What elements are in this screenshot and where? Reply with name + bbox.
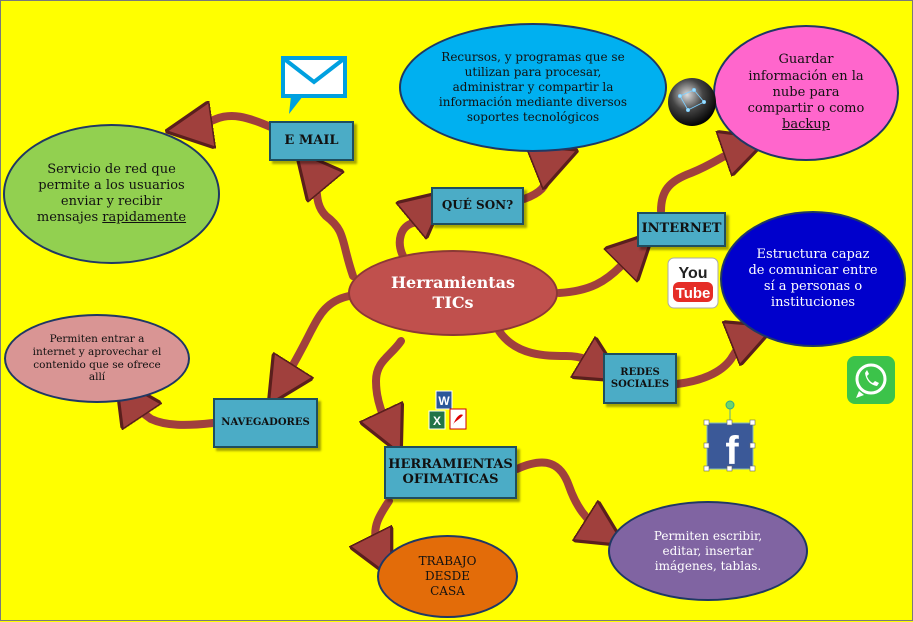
whatsapp-icon [847, 356, 895, 404]
navegadores-box[interactable]: NAVEGADORES [213, 398, 318, 448]
herramientas-ofimaticas-box[interactable]: HERRAMIENTAS OFIMATICAS [384, 446, 517, 499]
svg-text:W: W [438, 394, 450, 408]
que-son-description: Recursos, y programas que se utilizan pa… [399, 23, 667, 152]
arrow-redes-to-description [673, 335, 753, 388]
email-description-underlined: rapidamente [102, 210, 187, 226]
globe-network-icon [668, 78, 716, 126]
facebook-icon: f [703, 400, 756, 473]
internet-description-underlined: backup [782, 117, 830, 133]
arrow-center-to-ofimaticas [376, 337, 405, 433]
arrow-center-to-email [311, 169, 357, 280]
youtube-icon-top: You [678, 265, 707, 282]
arrow-ofimaticas-to-description [513, 458, 605, 533]
internet-box[interactable]: INTERNET [637, 212, 726, 247]
arrow-ofimaticas-to-trabajo [375, 497, 389, 557]
youtube-icon-bottom: Tube [676, 285, 711, 302]
arrow-center-to-queson [400, 206, 429, 260]
trabajo-desde-casa: TRABAJO DESDE CASA [377, 535, 518, 618]
central-topic[interactable]: Herramientas TICs [348, 250, 558, 336]
office-apps-icon: W X [428, 390, 467, 430]
navegadores-description: Permiten entrar a internet y aprovechar … [4, 314, 190, 403]
facebook-icon-letter: f [725, 429, 739, 473]
mail-icon [281, 56, 347, 114]
arrow-internet-to-description [657, 146, 746, 215]
internet-description-text: Guardar información en la nube para comp… [747, 52, 865, 133]
que-son-box[interactable]: QUÉ SON? [431, 187, 524, 225]
redes-sociales-box[interactable]: REDES SOCIALES [603, 353, 677, 404]
ofimaticas-description: Permiten escribir, editar, insertar imág… [608, 501, 808, 601]
youtube-icon: You Tube [667, 257, 719, 309]
arrow-email-to-description [189, 116, 277, 128]
central-topic-line2: TICs [432, 293, 474, 312]
arrow-navegadores-to-description [129, 397, 217, 425]
central-topic-line1: Herramientas [390, 273, 516, 292]
arrow-center-to-internet [555, 249, 637, 297]
redes-sociales-description: Estructura capaz de comunicar entre sí a… [720, 211, 906, 347]
arrow-center-to-navegadores [281, 292, 353, 385]
email-box[interactable]: E MAIL [269, 121, 354, 161]
email-description: Servicio de red que permite a los usuari… [3, 124, 220, 264]
internet-description: Guardar información en la nube para comp… [713, 25, 899, 161]
svg-text:X: X [433, 414, 441, 428]
arrow-queson-to-description [520, 159, 556, 203]
email-description-text: Servicio de red que permite a los usuari… [36, 161, 187, 226]
arrow-center-to-redes [495, 327, 603, 369]
